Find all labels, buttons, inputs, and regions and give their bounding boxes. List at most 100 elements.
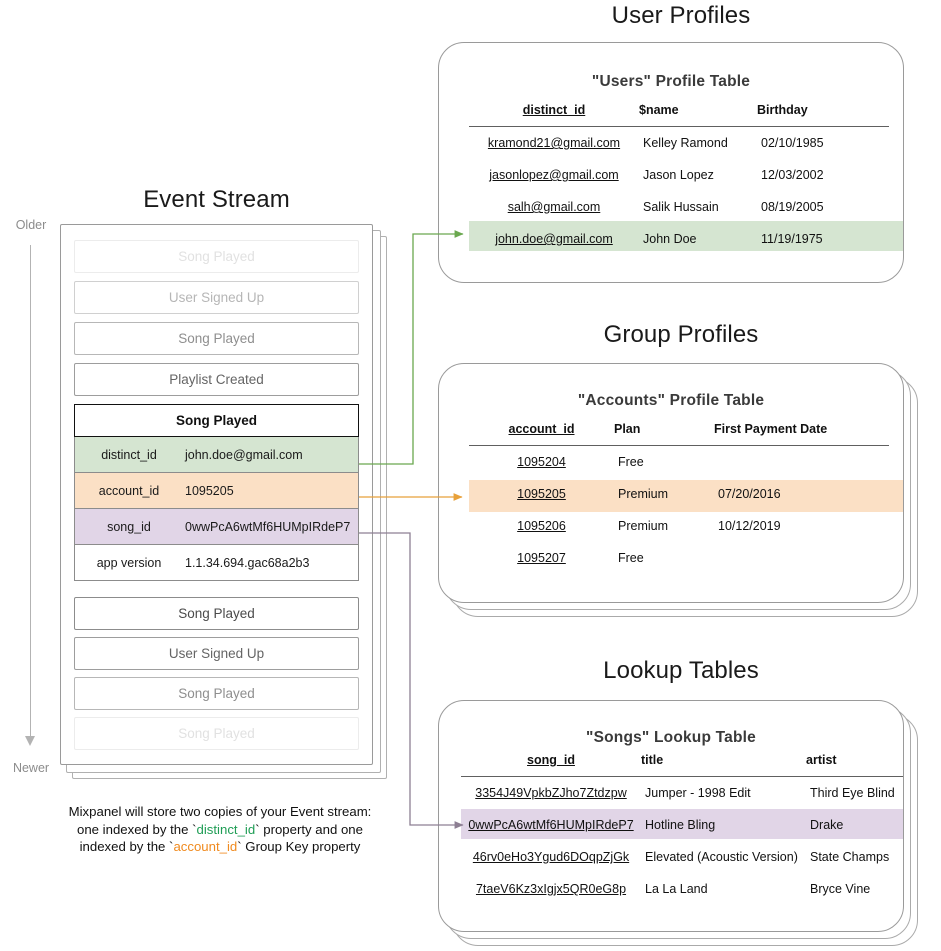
table-header-row: account_id Plan First Payment Date [469,422,889,446]
cell-artist: State Champs [810,850,890,864]
table-row[interactable]: 0wwPcA6wtMf6HUMpIRdeP7 Hotline Bling Dra… [461,809,903,841]
cell-distinct-id: salh@gmail.com [507,200,601,214]
event-item[interactable]: Song Played [74,322,359,355]
event-property-row: app version 1.1.34.694.gac68a2b3 [74,545,359,581]
column-header-artist: artist [806,753,903,777]
cell-birthday: 12/03/2002 [761,168,824,182]
users-table: distinct_id $name Birthday kramond21@gma… [469,103,889,255]
cell-name: Kelley Ramond [643,136,728,150]
selected-event-card[interactable]: Song Played distinct_id john.doe@gmail.c… [74,404,359,581]
cell-first-payment-date [714,446,889,479]
column-header-title: title [641,753,806,777]
table-row[interactable]: 1095207 Free [469,542,889,574]
table-row[interactable]: kramond21@gmail.com Kelley Ramond 02/10/… [469,127,889,160]
property-key: song_id [107,519,151,534]
property-key: app version [96,555,162,570]
event-stream-panel: Song Played User Signed Up Song Played P… [60,224,390,784]
caption-line-1: Mixpanel will store two copies of your E… [68,804,372,819]
caption-line-3-pre: indexed by the ` [79,839,174,854]
cell-plan: Premium [618,487,669,501]
property-key: account_id [98,483,160,498]
event-property-row: account_id 1095205 [74,473,359,509]
timeline-arrow-icon [25,736,35,746]
cell-artist: Drake [810,818,844,832]
cell-birthday: 11/19/1975 [761,232,823,246]
songs-lookup-panel: "Songs" Lookup Table song_id title artis… [438,700,924,949]
cell-account-id: 1095205 [517,487,566,501]
timeline-newer-label: Newer [12,761,50,775]
table-row[interactable]: jasonlopez@gmail.com Jason Lopez 12/03/2… [469,159,889,191]
lookup-tables-heading: Lookup Tables [603,657,759,684]
cell-artist: Third Eye Blind [810,786,895,800]
property-value: 1095205 [185,483,234,498]
cell-first-payment-date: 07/20/2016 [718,487,781,501]
table-row[interactable]: salh@gmail.com Salik Hussain 08/19/2005 [469,191,889,223]
event-item[interactable]: User Signed Up [74,637,359,670]
distinct-id-token: distinct_id [196,821,256,837]
property-value: john.doe@gmail.com [185,447,303,462]
event-property-row: distinct_id john.doe@gmail.com [74,437,359,473]
table-row[interactable]: john.doe@gmail.com John Doe 11/19/1975 [469,223,889,255]
event-item[interactable]: Song Played [74,717,359,750]
caption-line-3-post: ` Group Key property [237,839,361,854]
cell-song-id: 3354J49VpkbZJho7Ztdzpw [475,786,627,800]
timeline-line [30,245,31,741]
event-item[interactable]: User Signed Up [74,281,359,314]
users-profile-panel: "Users" Profile Table distinct_id $name … [438,42,904,283]
cell-title: Jumper - 1998 Edit [645,786,751,800]
cell-plan: Free [618,455,644,469]
accounts-profile-card: "Accounts" Profile Table account_id Plan… [438,363,904,603]
cell-title: Elevated (Acoustic Version) [645,850,798,864]
table-row[interactable]: 1095205 Premium 07/20/2016 [469,478,889,510]
table-row[interactable]: 1095206 Premium 10/12/2019 [469,510,889,542]
event-item[interactable]: Playlist Created [74,363,359,396]
column-header-song-id: song_id [461,753,641,777]
table-row[interactable]: 46rv0eHo3Ygud6DOqpZjGk Elevated (Acousti… [461,841,903,873]
caption-line-2: one indexed by the `distinct_id` propert… [40,821,400,839]
users-row-highlight [469,221,903,251]
table-row[interactable]: 7taeV6Kz3xIgjx5QR0eG8p La La Land Bryce … [461,873,903,905]
event-stream-heading: Event Stream [143,186,290,213]
column-header-plan: Plan [614,422,714,446]
event-item[interactable]: Song Played [74,240,359,273]
accounts-row-highlight [469,480,903,512]
event-item[interactable]: Song Played [74,597,359,630]
caption-line-2-pre: one indexed by the ` [77,821,197,837]
cell-name: Salik Hussain [643,200,719,214]
cell-name: Jason Lopez [643,168,714,182]
timeline-older-label: Older [15,218,47,232]
event-item[interactable]: Song Played [74,677,359,710]
cell-plan: Premium [618,519,669,533]
column-header-birthday: Birthday [757,103,889,127]
accounts-profile-panel: "Accounts" Profile Table account_id Plan… [438,363,924,617]
users-table-title: "Users" Profile Table [591,73,751,90]
cell-birthday: 02/10/1985 [761,136,824,150]
cell-first-payment-date [714,542,889,574]
cell-name: John Doe [643,232,697,246]
column-header-account-id: account_id [469,422,614,446]
group-profiles-heading: Group Profiles [603,321,759,348]
cell-distinct-id: john.doe@gmail.com [495,232,613,246]
caption-line-2-post: ` property and one [255,821,363,837]
cell-first-payment-date: 10/12/2019 [718,519,781,533]
cell-account-id: 1095207 [517,551,566,565]
user-profiles-heading: User Profiles [611,2,751,29]
cell-account-id: 1095206 [517,519,566,533]
cell-plan: Free [618,551,644,565]
songs-lookup-card: "Songs" Lookup Table song_id title artis… [438,700,904,932]
property-value: 0wwPcA6wtMf6HUMpIRdeP7 [185,519,351,534]
stream-caption: Mixpanel will store two copies of your E… [40,803,400,856]
songs-row-highlight [461,809,903,839]
accounts-table: account_id Plan First Payment Date 10952… [469,422,889,574]
cell-title: La La Land [645,882,708,896]
table-row[interactable]: 3354J49VpkbZJho7Ztdzpw Jumper - 1998 Edi… [461,777,903,810]
selected-event-title: Song Played [74,404,359,437]
cell-distinct-id: kramond21@gmail.com [487,136,621,150]
column-header-first-payment-date: First Payment Date [714,422,889,446]
table-row[interactable]: 1095204 Free [469,446,889,479]
column-header-distinct-id: distinct_id [469,103,639,127]
cell-song-id: 7taeV6Kz3xIgjx5QR0eG8p [475,882,627,896]
cell-account-id: 1095204 [517,455,566,469]
column-header-name: $name [639,103,757,127]
caption-line-3: indexed by the `account_id` Group Key pr… [40,838,400,856]
